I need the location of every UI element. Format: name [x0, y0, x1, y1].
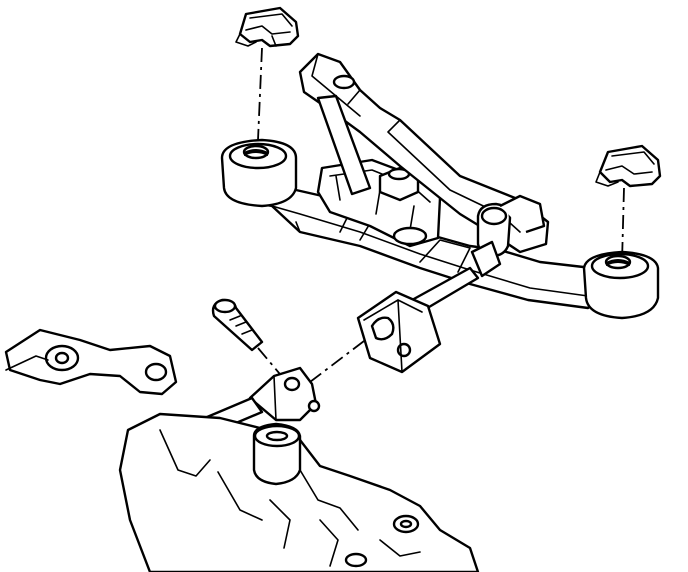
shift-control-bracket — [230, 158, 602, 310]
transmission-case — [118, 412, 480, 572]
centerline-cable — [309, 337, 369, 383]
shift-lever — [298, 52, 550, 258]
isolator-left — [220, 138, 298, 208]
isolator-right — [582, 250, 660, 320]
upper-mount-clip-right — [595, 144, 662, 188]
upper-mount-clip-left — [235, 6, 300, 48]
retaining-pin — [211, 298, 264, 352]
shift-cable-end — [356, 240, 502, 374]
centerline-right-clip — [621, 187, 625, 263]
transmission-shift-linkage — [4, 328, 321, 436]
centerline-left-clip — [257, 47, 263, 141]
centerline-pin — [257, 347, 291, 387]
